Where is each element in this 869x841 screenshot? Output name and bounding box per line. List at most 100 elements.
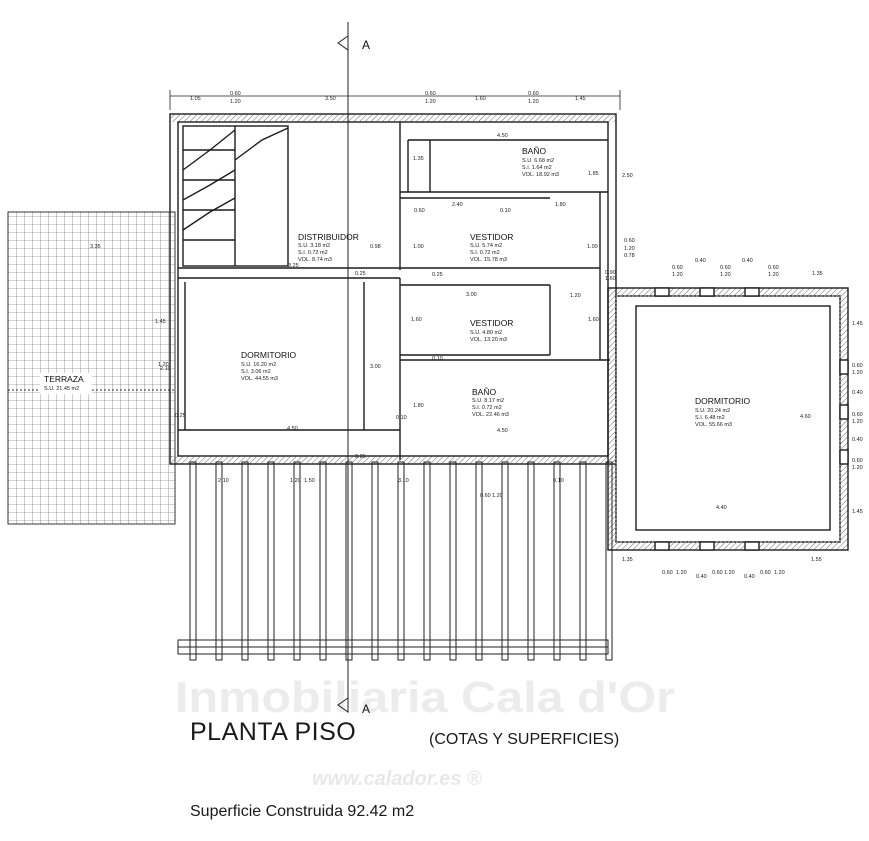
pergola-beam — [345, 461, 353, 661]
dimension-label: 1.20 — [768, 272, 779, 278]
room-vestidor-1: VESTIDOR S.U. 5.74 m2 S.I. 0.72 m2 VOL. … — [470, 232, 513, 263]
section-mark-top: A — [362, 38, 370, 52]
pergola-beam — [241, 461, 249, 661]
room-si: S.I. 0.72 m2 — [298, 250, 328, 256]
pergola-beam — [319, 461, 327, 661]
room-name: BAÑO — [522, 146, 546, 156]
dimension-label: 0.40 — [744, 574, 755, 580]
dimension-label: 1.20 — [570, 293, 581, 299]
dimension-label: 2.10 — [160, 366, 171, 372]
dimension-label: 0.40 — [742, 258, 753, 264]
dimension-label: 1.20 — [852, 465, 863, 471]
dimension-label: 1.20 — [158, 362, 169, 368]
dimension-label: 0.10 — [432, 356, 443, 362]
dimension-label: 0.60 — [852, 458, 863, 464]
dimension-label: 2.50 — [622, 173, 633, 179]
room-vol: VOL. 15.78 m3 — [470, 257, 507, 263]
dimension-label: 1.20 — [676, 570, 687, 576]
dimension-label: 1.20 — [774, 570, 785, 576]
pergola-beam — [397, 461, 405, 661]
top-dimension-line — [169, 90, 621, 110]
dimension-label: 1.20 — [492, 493, 503, 499]
pergola-beam — [449, 461, 457, 661]
room-si: S.I. 0.72 m2 — [472, 405, 502, 411]
dimension-label: 0.25 — [355, 454, 366, 460]
room-bano-1: BAÑO S.U. 6.68 m2 S.I. 1.64 m2 VOL. 18.9… — [522, 146, 559, 178]
dimension-label: 0.60 — [852, 363, 863, 369]
dimension-label: 1.45 — [852, 509, 863, 515]
dimension-label: 1.60 — [411, 317, 422, 323]
dimension-label: 0.40 — [695, 258, 706, 264]
dimension-label: 3.00 — [466, 292, 477, 298]
dimension-label: 1.20 — [230, 99, 241, 105]
room-bano-2: BAÑO S.U. 8.17 m2 S.I. 0.72 m2 VOL. 22.4… — [472, 387, 509, 418]
plan-title: PLANTA PISO — [190, 718, 357, 746]
dimension-label: 0.98 — [370, 244, 381, 250]
room-su: S.U. 5.74 m2 — [470, 243, 502, 249]
dimension-label: 3.50 — [325, 96, 336, 102]
dimension-label: 1.45 — [155, 319, 166, 325]
room-name: DORMITORIO — [241, 350, 296, 360]
dimension-label: 1.35 — [413, 156, 424, 162]
dimension-label: 1.20 — [852, 370, 863, 376]
dimension-label: 0.60 — [662, 570, 673, 576]
dimension-label: 2.10 — [218, 478, 229, 484]
pergola — [177, 461, 613, 661]
dimension-label: 0.60 — [672, 265, 683, 271]
dimension-label: 4.60 — [800, 414, 811, 420]
dimension-label: 3.35 — [90, 244, 101, 250]
dimension-label: 0.10 — [396, 415, 407, 421]
dimension-label: 3.25 — [288, 263, 299, 269]
dimension-label: 2.40 — [452, 202, 463, 208]
room-su: S.U. 20.24 m2 — [695, 408, 730, 414]
dimension-label: 0.40 — [696, 574, 707, 580]
dimension-label: 1.85 — [588, 171, 599, 177]
room-su: S.U. 3.18 m2 — [298, 243, 330, 249]
dimension-label: 1.00 — [413, 244, 424, 250]
room-si: S.I. 0.72 m2 — [470, 250, 500, 256]
section-mark-bottom: A — [362, 702, 370, 716]
dimension-label: 3.00 — [370, 364, 381, 370]
website-watermark: www.calador.es ® — [312, 768, 482, 790]
dimension-label: 1.20 — [425, 99, 436, 105]
dimension-label: 0.10 — [500, 208, 511, 214]
room-vol: VOL. 13.20 m3 — [470, 337, 507, 343]
room-name: TERRAZA — [44, 374, 84, 384]
pergola-beam — [189, 461, 197, 661]
dimension-label: 1.45 — [575, 96, 586, 102]
dimension-label: 1.60 — [475, 96, 486, 102]
room-si: S.I. 3.06 m2 — [241, 369, 271, 375]
room-name: VESTIDOR — [470, 318, 513, 328]
dimension-label: 1.20 — [720, 272, 731, 278]
dimension-label: 1.20 — [724, 570, 735, 576]
room-dormitorio-2: DORMITORIO S.U. 20.24 m2 S.I. 6.48 m2 VO… — [695, 396, 750, 428]
room-terraza: TERRAZA S.U. 21.45 m2 — [40, 373, 92, 394]
dimension-label: 1.05 — [190, 96, 201, 102]
room-su: S.U. 21.45 m2 — [44, 386, 79, 392]
pergola-beam — [293, 461, 301, 661]
room-su: S.U. 6.68 m2 — [522, 158, 554, 164]
dimension-label: 4.50 — [497, 133, 508, 139]
pergola-beam — [553, 461, 561, 661]
dimension-label: 1.50 — [304, 478, 315, 484]
room-si: S.I. 6.48 m2 — [695, 415, 725, 421]
dimension-label: 1.20 — [672, 272, 683, 278]
dimension-label: 4.50 — [287, 426, 298, 432]
terrace — [7, 211, 176, 525]
dimension-label: 0.10 — [553, 478, 564, 484]
pergola-beam — [215, 461, 223, 661]
room-su: S.U. 4.80 m2 — [470, 330, 502, 336]
dimension-label: 1.20 — [290, 478, 301, 484]
room-vestidor-2: VESTIDOR S.U. 4.80 m2 VOL. 13.20 m3 — [470, 318, 513, 343]
dimension-label: 0.25 — [175, 413, 186, 419]
dimension-label: 1.35 — [812, 271, 823, 277]
room-name: DORMITORIO — [695, 396, 750, 406]
dimension-label: 0.25 — [432, 272, 443, 278]
dimension-label: 0.60 — [852, 412, 863, 418]
dimension-label: 0.60 — [768, 265, 779, 271]
